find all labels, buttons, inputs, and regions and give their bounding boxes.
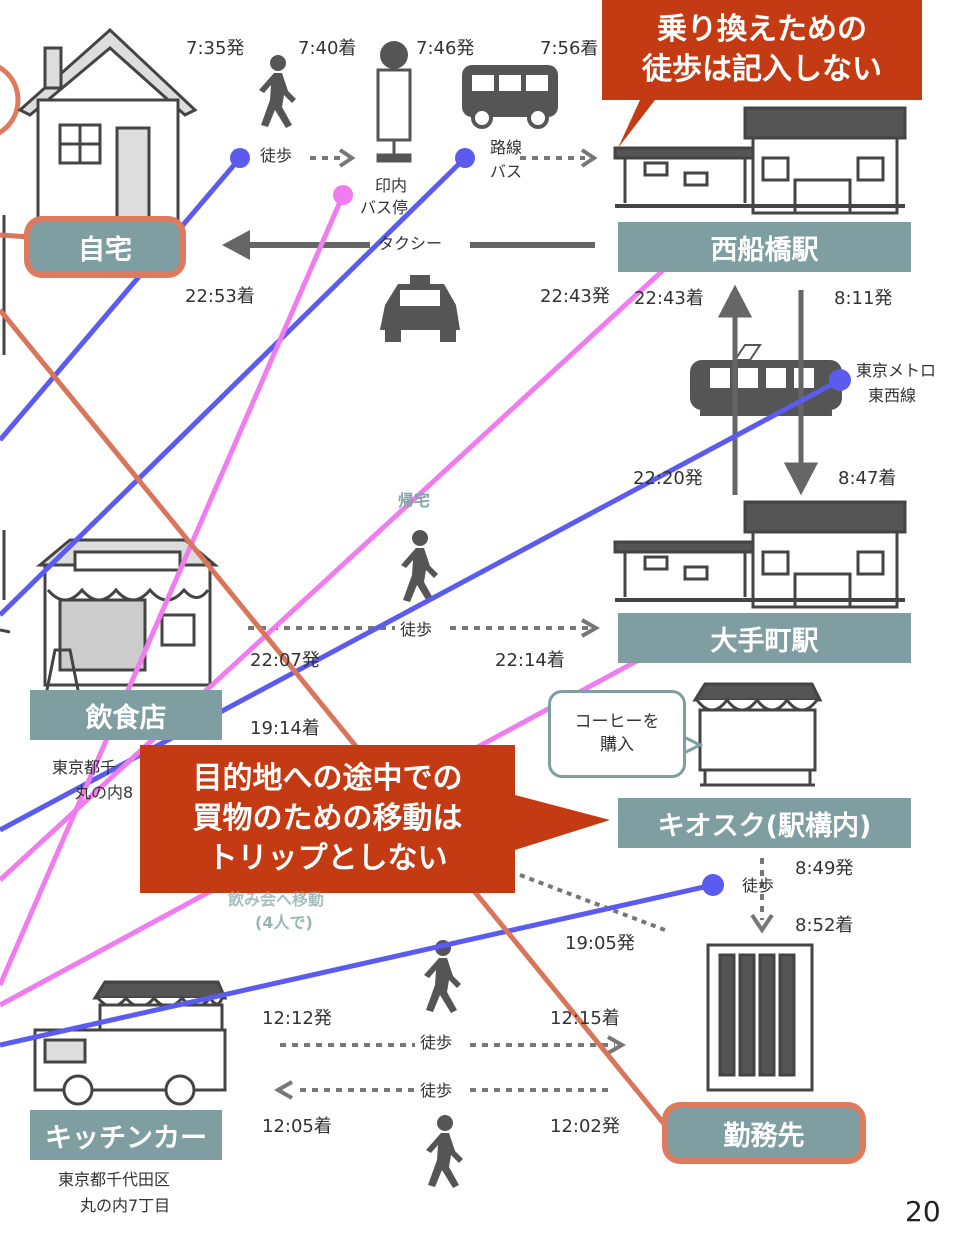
offscreen-highlight-ring <box>0 64 21 136</box>
taxi-arrow <box>222 230 595 260</box>
callout-mid-line3: トリップとしない <box>207 840 448 876</box>
time-1905-depart: 19:05発 <box>565 933 635 954</box>
bus-stop-name-line1: 印内 <box>375 176 408 195</box>
time-811-depart: 8:11発 <box>834 288 893 309</box>
callout-top-pointer <box>618 100 655 148</box>
walking-person-icon <box>259 55 296 128</box>
time-1914-arrive: 19:14着 <box>250 718 320 739</box>
train-icon <box>690 344 842 416</box>
time-746-depart: 7:46発 <box>416 38 475 59</box>
time-1212-depart: 12:12発 <box>262 1008 332 1029</box>
time-852-arrive: 8:52着 <box>795 915 854 936</box>
bus-stop-name-line2: バス停 <box>360 198 409 217</box>
callout-mid-pointer <box>515 795 610 850</box>
time-2243-depart: 22:43発 <box>540 286 610 307</box>
time-847-arrive: 8:47着 <box>838 468 897 489</box>
rail-arrows <box>717 284 819 496</box>
station-building-icon <box>613 106 907 215</box>
place-otemachi-label: 大手町駅 <box>618 613 911 663</box>
restaurant-address-line2: 丸の内8 <box>75 783 134 802</box>
walking-person-icon <box>401 530 438 603</box>
time-2214-arrive: 22:14着 <box>495 650 565 671</box>
speech-line1: コーヒーを <box>574 712 660 733</box>
kitchen-address-line1: 東京都千代田区 <box>58 1170 171 1189</box>
callout-mid-line2: 買物のための移動は <box>192 801 463 837</box>
time-2253-arrive: 22:53着 <box>185 286 255 307</box>
callout-mid-line1: 目的地への途中での <box>192 761 463 797</box>
speech-line2: 購入 <box>600 735 634 755</box>
metro-line-name-line1: 東京メトロ <box>856 361 937 380</box>
kiosk-stand-icon <box>692 682 823 787</box>
mode-walk-kitchen-back: 徒歩 <box>420 1081 453 1100</box>
callout-transfer-walk: 乗り換えための 徒歩は記入しない <box>602 0 922 100</box>
restaurant-address-line1: 東京都千 <box>52 758 117 777</box>
mode-walk-kitchen-out: 徒歩 <box>420 1033 453 1052</box>
office-building-icon <box>706 943 814 1092</box>
mode-walk-home: 徒歩 <box>260 146 293 165</box>
time-1205-arrive: 12:05着 <box>262 1116 332 1137</box>
time-2220-depart: 22:20発 <box>633 468 703 489</box>
mode-walk-kiosk: 徒歩 <box>742 876 775 895</box>
time-1202-depart: 12:02発 <box>550 1116 620 1137</box>
time-756-arrive: 7:56着 <box>540 40 599 58</box>
time-849-depart: 8:49発 <box>795 858 854 879</box>
left-frame-fragment <box>0 215 11 634</box>
time-2243-arrive: 22:43着 <box>634 288 704 309</box>
callout-top-line1: 乗り換えための <box>657 12 867 48</box>
arrow-heads <box>273 148 774 1100</box>
mode-route-bus-line1: 路線 <box>490 138 523 157</box>
station-building-icon <box>613 500 907 609</box>
kitchen-address-line2: 丸の内7丁目 <box>80 1196 171 1215</box>
restaurant-shop-icon <box>35 538 220 701</box>
home-house-icon <box>17 27 198 222</box>
bus-stop-icon <box>376 41 412 163</box>
mode-return-home: 帰宅 <box>398 491 431 510</box>
mode-drinking-line1: 飲み会へ移動 <box>228 890 325 909</box>
walking-person-icon <box>426 1115 463 1188</box>
place-home-label: 自宅 <box>30 222 180 272</box>
metro-line-name-line2: 東西線 <box>868 386 917 405</box>
mode-route-bus-line2: バス <box>490 162 523 181</box>
time-740-arrive: 7:40着 <box>298 38 357 59</box>
page-number: 20 <box>905 1195 941 1228</box>
place-restaurant-label: 飲食店 <box>30 690 222 740</box>
place-kitchen-car-label: キッチンカー <box>30 1110 222 1160</box>
place-nishifunabashi-label: 西船橋駅 <box>618 222 911 272</box>
place-office-label: 勤務先 <box>668 1108 860 1158</box>
time-2207-depart: 22:07発 <box>250 650 320 671</box>
time-735-depart: 7:35発 <box>186 38 245 59</box>
coffee-speech-bubble: コーヒーを 購入 <box>548 690 686 778</box>
place-kiosk-label: キオスク(駅構内) <box>618 798 911 848</box>
mode-taxi: タクシー <box>378 234 443 253</box>
callout-shopping-trip: 目的地への途中での 買物のための移動は トリップとしない <box>140 745 515 893</box>
mode-walk-otemachi: 徒歩 <box>400 620 433 639</box>
bus-icon <box>462 65 558 129</box>
taxi-icon <box>380 275 460 342</box>
callout-top-line2: 徒歩は記入しない <box>642 52 882 87</box>
mode-drinking-line2: (4人で) <box>255 913 313 932</box>
time-1215-arrive: 12:15着 <box>550 1008 620 1029</box>
kitchen-car-icon <box>33 980 228 1106</box>
